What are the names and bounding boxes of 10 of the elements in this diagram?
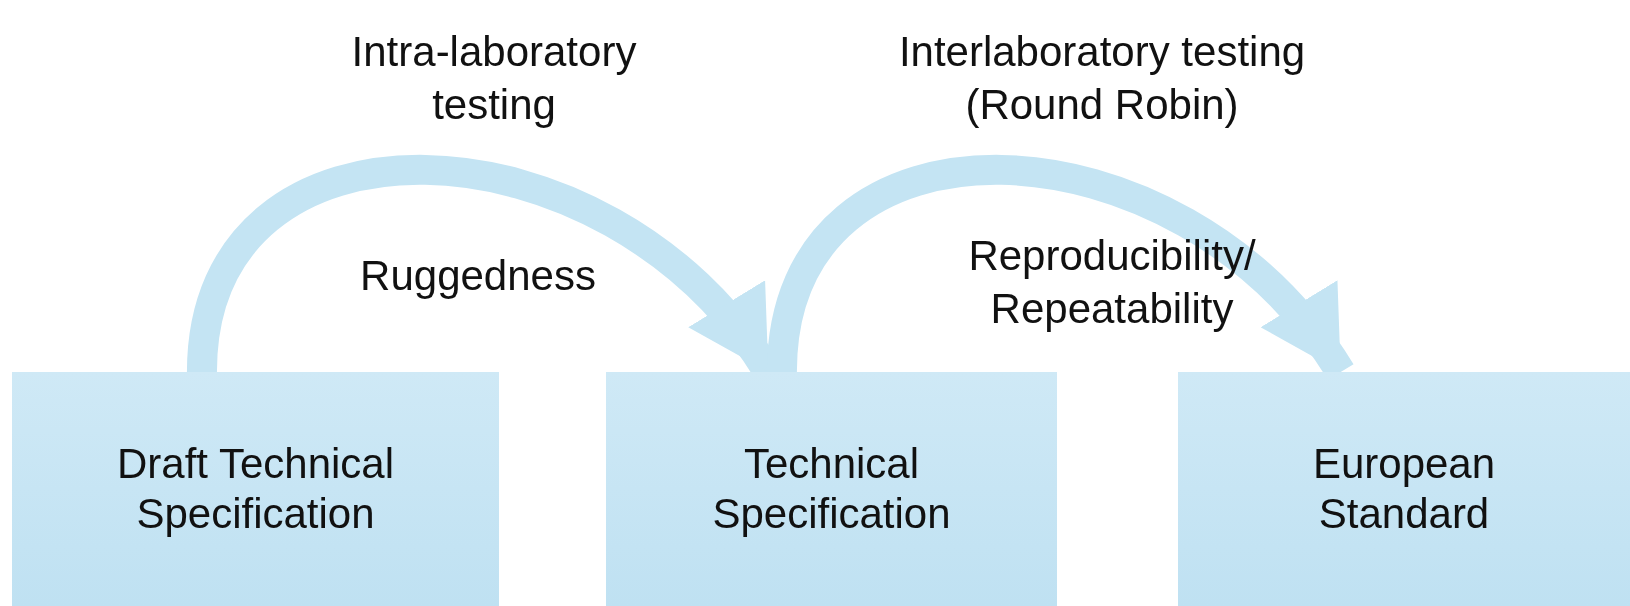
stage-label: Reproducibility/ Repeatability	[967, 230, 1257, 334]
edge-label: Intra-laboratory testing	[350, 26, 638, 130]
edge-label: Interlaboratory testing (Round Robin)	[897, 26, 1307, 130]
stage-label: Ruggedness	[359, 250, 597, 301]
process-box	[12, 372, 499, 606]
box-label: Technical Specification	[711, 438, 952, 539]
process-box	[1178, 372, 1630, 606]
box-label: Draft Technical Specification	[116, 438, 395, 539]
box-label: European Standard	[1311, 438, 1497, 539]
process-box	[606, 372, 1057, 606]
